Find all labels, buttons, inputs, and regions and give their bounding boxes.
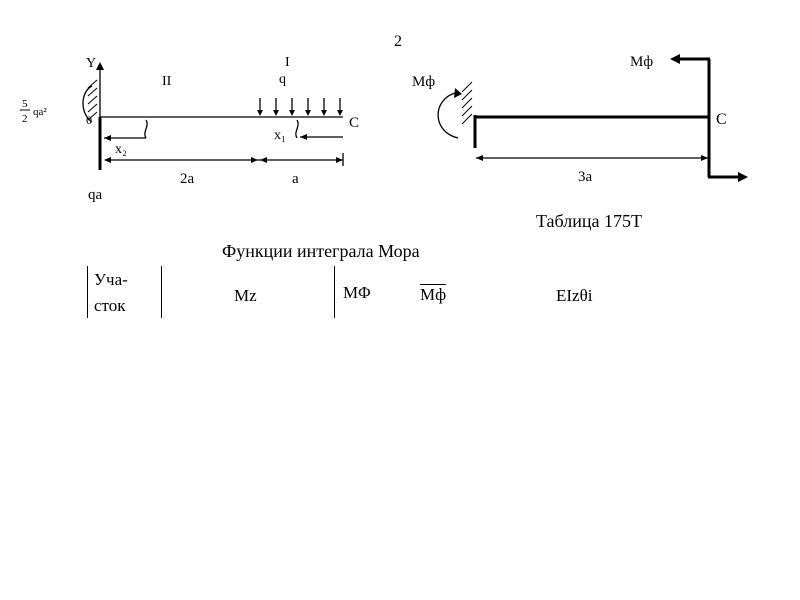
moment-arc [82, 85, 93, 123]
x1-arrow-head-icon [300, 134, 307, 140]
fraction-numerator: 5 [22, 98, 28, 110]
col-eiz-theta: EIzθi [556, 286, 593, 305]
col-mphi: MΦ [343, 283, 371, 302]
right-wall-hatching [461, 81, 473, 125]
label-origin: 0 [86, 113, 92, 127]
y-axis-arrow-icon [96, 62, 104, 70]
distributed-load-arrows [257, 98, 343, 116]
left-beam-diagram: Y 0 5 2 qa² II I q C x₂ x₁ 2a a qa [20, 55, 359, 203]
label-x2: x₂ [115, 142, 127, 157]
label-reaction-qa: qa [88, 187, 103, 203]
section-cut-II [144, 119, 148, 139]
wall-hatching [87, 79, 98, 121]
table-title: Таблица 175Т [536, 211, 642, 231]
right-moment-arc [437, 92, 459, 139]
table-border-left [87, 266, 88, 318]
label-point-C-left: C [349, 115, 359, 131]
label-dim-a: a [292, 171, 299, 187]
label-dim-2a: 2a [180, 171, 195, 187]
label-load-q: q [279, 72, 286, 87]
bottom-arrow-icon [738, 172, 748, 182]
label-point-C-right: C [716, 111, 727, 128]
section-cut-I [295, 119, 299, 139]
label-section-I: I [285, 55, 290, 70]
functions-title: Функции интеграла Мора [222, 241, 420, 261]
right-moment-arrow-icon [454, 88, 462, 98]
label-x1: x₁ [274, 128, 286, 143]
label-moment-left: Mф [412, 74, 435, 90]
label-section-II: II [162, 74, 172, 89]
label-y-axis: Y [86, 56, 96, 71]
table-border-sep2 [334, 266, 335, 318]
x2-arrow-head-icon [104, 135, 111, 141]
col-mphi-bar: Mф [420, 284, 447, 304]
label-moment-right: Mф [630, 54, 653, 70]
col-section-line1: Уча- [94, 270, 128, 289]
col-mz: Mz [234, 286, 257, 305]
label-dim-3a: 3a [578, 169, 593, 185]
fraction-tail: qa² [33, 106, 47, 118]
top-arrow-icon [670, 54, 680, 64]
col-section-line2: сток [94, 296, 126, 315]
fraction-denominator: 2 [22, 113, 28, 125]
right-beam-diagram: 2 [394, 33, 748, 185]
figure-number: 2 [394, 33, 402, 50]
table-border-sep1 [161, 266, 162, 318]
